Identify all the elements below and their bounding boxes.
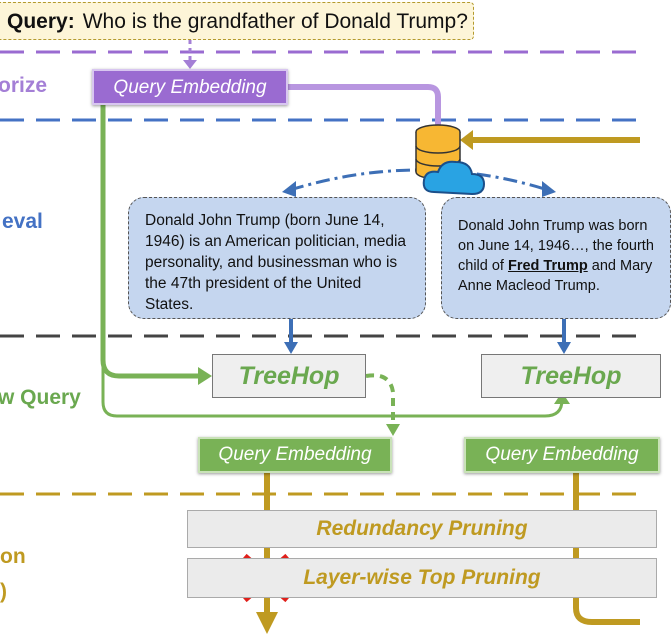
embedding-to-db-path bbox=[288, 84, 441, 126]
treehop1-arrowhead bbox=[198, 367, 212, 385]
stage-label-vectorize: orize bbox=[0, 74, 48, 97]
stage-label-pruning-1: on bbox=[0, 545, 26, 568]
pruning-down-arrowhead bbox=[256, 612, 278, 634]
stage-label-pruning-2: ) bbox=[0, 580, 7, 603]
embedding-to-treehop2-path bbox=[101, 360, 564, 418]
doc1-arrowhead bbox=[284, 342, 298, 354]
vector-database-icon bbox=[415, 124, 486, 196]
doc2-arrowhead bbox=[557, 342, 571, 354]
db-to-docs-arc bbox=[289, 168, 549, 192]
arc-arrowhead-left bbox=[282, 181, 296, 197]
treehop-module-1: TreeHop bbox=[212, 354, 366, 398]
gold-return-arrowhead bbox=[460, 130, 473, 150]
doc2-text-part1: Donald John Trump was born on June 14, 1… bbox=[458, 218, 654, 274]
treehop2-arrowhead bbox=[554, 392, 570, 404]
redundancy-pruning-box: Redundancy Pruning bbox=[187, 510, 657, 548]
query-embedding-hop2: Query Embedding bbox=[464, 437, 660, 473]
query-box: Query: Who is the grandfather of Donald T… bbox=[0, 2, 474, 40]
query-arrowhead bbox=[183, 60, 197, 69]
doc2-highlight: Fred Trump bbox=[507, 258, 588, 274]
stage-label-retrieval: eval bbox=[2, 210, 43, 233]
embedding2-arrowhead bbox=[386, 424, 400, 436]
treehop1-to-embedding-path bbox=[365, 373, 395, 424]
doc1-text: Donald John Trump (born June 14, 1946) i… bbox=[145, 212, 407, 313]
query-label: Query: bbox=[7, 10, 75, 33]
query-embedding-hop1: Query Embedding bbox=[198, 437, 392, 473]
layerwise-pruning-box: Layer-wise Top Pruning bbox=[187, 558, 657, 598]
doc2-text-part2: and Mary Anne Macleod Trump. bbox=[458, 258, 653, 294]
arc-arrowhead-right bbox=[542, 181, 556, 197]
retrieved-document-1: Donald John Trump (born June 14, 1946) i… bbox=[128, 197, 426, 319]
query-embedding-initial: Query Embedding bbox=[92, 69, 288, 105]
retrieved-document-2: Donald John Trump was born on June 14, 1… bbox=[441, 197, 671, 319]
treehop-module-2: TreeHop bbox=[481, 354, 661, 398]
query-text: Who is the grandfather of Donald Trump? bbox=[82, 10, 468, 33]
embedding3-to-return-path bbox=[573, 473, 640, 625]
stage-label-new-query: w Query bbox=[0, 386, 81, 409]
